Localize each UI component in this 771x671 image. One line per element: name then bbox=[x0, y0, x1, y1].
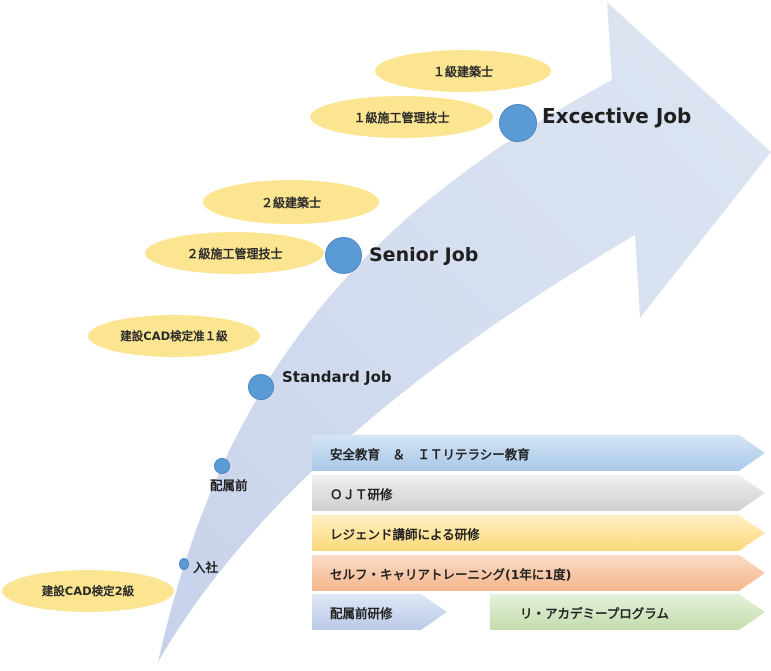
program-self-career: セルフ・キャリアトレーニング(1年に1度) bbox=[312, 555, 765, 591]
program-legend: レジェンド講師による研修 bbox=[312, 515, 765, 551]
stage-label-senior: Senior Job bbox=[369, 244, 479, 266]
stage-dot-executive bbox=[499, 104, 537, 142]
growth-arrow-shape bbox=[158, 2, 771, 662]
qualification-arch-1: １級建築士 bbox=[375, 50, 551, 92]
stage-dot-senior bbox=[325, 237, 362, 274]
program-pre-training: 配属前研修 bbox=[312, 594, 447, 630]
qualification-construction-mgmt-1: １級施工管理技士 bbox=[310, 96, 493, 138]
program-re-academy: リ・アカデミープログラム bbox=[490, 594, 765, 630]
stage-label-standard: Standard Job bbox=[282, 368, 392, 386]
stage-dot-pre-assignment bbox=[214, 458, 230, 474]
qualification-cad-semi-1: 建設CAD検定准１級 bbox=[88, 315, 260, 357]
qualification-construction-mgmt-2: ２級施工管理技士 bbox=[145, 232, 324, 274]
stage-label-pre-assignment: 配属前 bbox=[210, 478, 248, 493]
qualification-cad-2: 建設CAD検定2級 bbox=[2, 570, 174, 612]
stage-label-joining: 入社 bbox=[193, 560, 219, 575]
stage-label-executive: Excective Job bbox=[542, 104, 692, 128]
qualification-arch-2: ２級建築士 bbox=[203, 180, 379, 224]
stage-dot-joining bbox=[179, 558, 189, 570]
program-ojt: ＯＪＴ研修 bbox=[312, 475, 765, 511]
program-safety-it: 安全教育 ＆ ＩＴリテラシー教育 bbox=[312, 435, 765, 471]
stage-dot-standard bbox=[248, 374, 274, 400]
